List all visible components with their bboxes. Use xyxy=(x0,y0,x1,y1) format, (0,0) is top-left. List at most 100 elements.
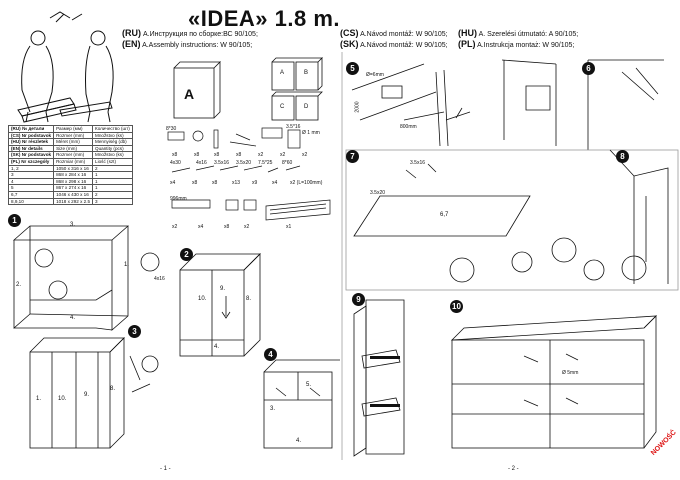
panel-label-c: C xyxy=(280,104,285,110)
instruction-en: (EN) A.Assembly instructions: W 90/105; xyxy=(122,40,252,50)
right-page-drawings xyxy=(341,52,679,460)
s3-label-1: 1. xyxy=(36,396,42,402)
table-cell: Liość (szt) xyxy=(92,157,133,166)
s1-label-3: 3. xyxy=(70,222,76,228)
s3-label-8: 8. xyxy=(110,386,116,392)
table-cell: Rozmer (mm) xyxy=(53,151,94,159)
hardware-quantity: x8 xyxy=(236,152,242,158)
hardware-quantity: 996mm xyxy=(170,196,187,202)
hardware-quantity: x13 xyxy=(232,180,241,186)
panel-label-b: B xyxy=(304,70,309,76)
hardware-quantity: x2 xyxy=(302,152,308,158)
page-number-2: - 2 - xyxy=(508,466,519,472)
step-9-badge: 9 xyxy=(352,293,365,306)
table-cell: 867 x 274 x 16 xyxy=(53,184,94,192)
page-number-1: - 1 - xyxy=(160,466,171,472)
table-cell: (SK) Nr podstavok xyxy=(7,151,55,159)
instruction-text-en: A.Assembly instructions: W 90/105; xyxy=(142,42,253,49)
hardware-quantity: x2 xyxy=(258,152,264,158)
table-cell: 1 xyxy=(92,177,133,186)
instruction-text-hu: A. Szerelési útmutató: A 90/105; xyxy=(478,31,579,38)
hardware-quantity: 3.5x16 xyxy=(214,160,230,166)
table-cell: 868 x 298 x 16 xyxy=(53,177,94,186)
hardware-quantity: x8 xyxy=(172,152,178,158)
lang-code-en: (EN) xyxy=(122,39,141,49)
table-cell: Rozmiar (mm) xyxy=(53,157,94,166)
instruction-pl: (PL) A.Instrukcja montaż: W 90/105; xyxy=(458,40,574,50)
table-cell: Количество (шт) xyxy=(92,125,133,133)
s2-label-9: 9. xyxy=(220,286,226,292)
hardware-icons xyxy=(167,127,331,221)
s4-label-5: 5. xyxy=(306,382,312,388)
s1-label-2: 2. xyxy=(16,282,22,288)
s2-label-4: 4. xyxy=(214,344,220,350)
hardware-quantity: x9 xyxy=(252,180,258,186)
s7-screw-1: 3.5x16 xyxy=(410,160,426,166)
left-page: «IDEA» 1.8 m. (RU) А.Инструкция по сборк… xyxy=(7,6,340,472)
instruction-hu: (HU) A. Szerelési útmutató: A 90/105; xyxy=(458,29,578,39)
hw-size-3: 3.5*16 xyxy=(286,124,301,130)
instruction-sk: (SK) A.Návod montáž: W 90/105; xyxy=(340,40,448,50)
s3-label-9: 9. xyxy=(84,392,90,398)
hardware-quantity: 4x16 xyxy=(196,160,207,166)
s4-label-4: 4. xyxy=(296,438,302,444)
hardware-quantity: x4 xyxy=(198,224,204,230)
hw-size-2: Ø 1 mm xyxy=(302,130,320,136)
s10-drill: Ø 5mm xyxy=(562,370,579,376)
hardware-quantity: 8*60 xyxy=(282,160,293,166)
hardware-quantity: x2 xyxy=(244,224,250,230)
hardware-quantity: x8 xyxy=(224,224,230,230)
instruction-text-cs: A.Návod montáž: W 90/105; xyxy=(360,31,448,38)
lang-code-pl: (PL) xyxy=(458,39,476,49)
s3-label-10: 10. xyxy=(58,396,67,402)
s5-height: 2000 xyxy=(354,101,361,113)
panel-label-a: A xyxy=(184,86,195,102)
s5-drill: Ø=6mm xyxy=(366,72,384,78)
table-cell: Množstvo (ks) xyxy=(92,151,133,159)
panel-label-a-small: A xyxy=(280,70,285,76)
hardware-quantity: x2 xyxy=(172,224,178,230)
step-4-badge: 4 xyxy=(264,348,277,361)
hardware-quantity: 7.5*25 xyxy=(258,160,273,166)
s7-panel: 6,7 xyxy=(440,212,449,218)
lang-code-hu: (HU) xyxy=(458,28,477,38)
s2-label-8: 8. xyxy=(246,296,252,302)
table-cell: 1050 x 316 x 16 xyxy=(53,164,94,173)
table-cell: (CS) Nr podstavok xyxy=(7,131,55,140)
step-7-badge: 7 xyxy=(346,150,359,163)
table-cell: 1 xyxy=(92,184,133,192)
hardware-quantity: x8 xyxy=(212,180,218,186)
step-10-badge: 10 xyxy=(450,300,463,313)
instruction-text-pl: A.Instrukcja montaż: W 90/105; xyxy=(477,42,575,49)
table-cell: 2 xyxy=(92,164,133,173)
table-cell: Size (mm) xyxy=(53,144,94,153)
table-cell: 4 xyxy=(7,177,55,186)
step-3-badge: 3 xyxy=(128,325,141,338)
hardware-quantity: x1 xyxy=(286,224,292,230)
table-cell: 6,7 xyxy=(7,190,55,199)
step-1-badge: 1 xyxy=(8,214,21,227)
step-6-badge: 6 xyxy=(582,62,595,75)
table-cell: (EN) Nr details xyxy=(7,144,55,153)
s1-label-4: 4. xyxy=(70,315,76,321)
table-cell: 3 xyxy=(92,197,133,206)
table-cell: 5 xyxy=(7,184,55,192)
instruction-ru: (RU) А.Инструкция по сборке:ВС 90/105; xyxy=(122,29,258,39)
s7-screw-2: 3.5x20 xyxy=(370,190,386,196)
hardware-quantity: 3.5x20 xyxy=(236,160,252,166)
hardware-quantity: 4x30 xyxy=(170,160,181,166)
hardware-quantity: x2 xyxy=(280,152,286,158)
table-cell: 2 xyxy=(92,190,133,199)
step-8-badge: 8 xyxy=(616,150,629,163)
